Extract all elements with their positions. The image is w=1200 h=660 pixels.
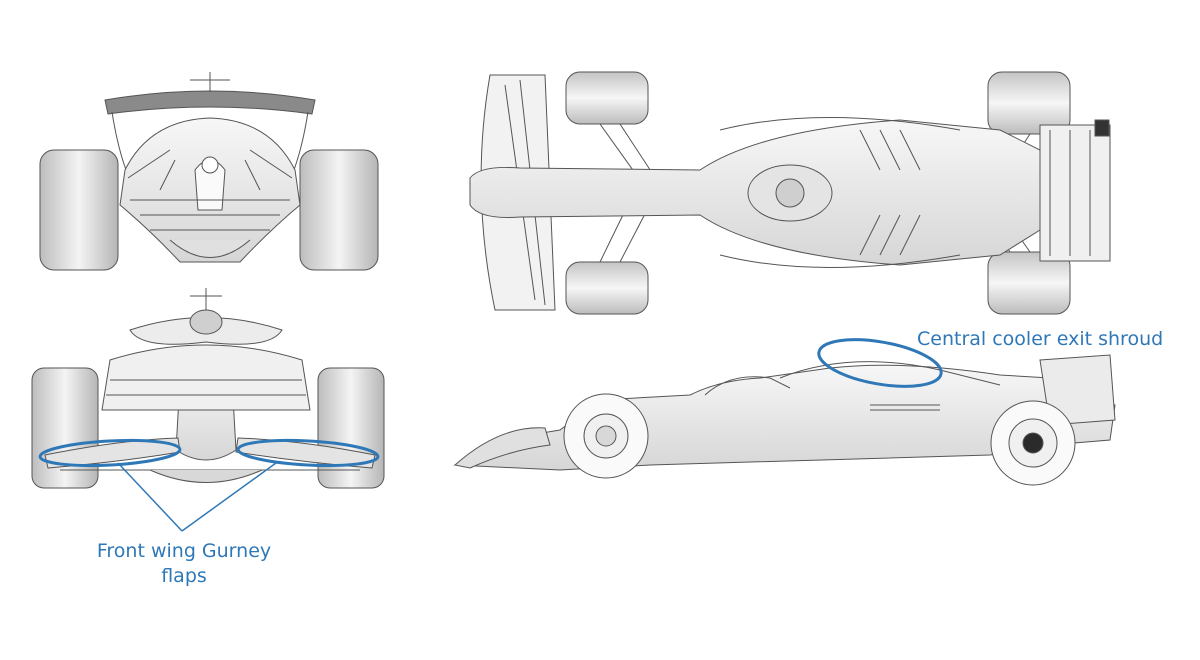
- rear-view-right-tyre: [299, 149, 379, 271]
- side-view: [453, 354, 1116, 486]
- rear-view: [39, 72, 379, 271]
- top-view-rear-left-tyre: [987, 71, 1071, 135]
- top-view-rear-right-tyre: [987, 251, 1071, 315]
- rear-view-rear-wing: [104, 90, 316, 115]
- side-view-rear-wheel: [990, 400, 1076, 486]
- top-view-rear-wing: [1039, 124, 1111, 262]
- gurney-flap-highlight-left: [38, 438, 182, 468]
- side-view-front-wheel: [563, 393, 649, 479]
- gurney-leader-line-left: [117, 462, 183, 532]
- gurney-flap-highlight-right: [236, 438, 380, 468]
- cooler-shroud-highlight: [817, 338, 943, 388]
- gurney-leader-line-right: [181, 462, 277, 532]
- gurney-leader-lines: [117, 462, 277, 532]
- top-view-front-right-tyre: [565, 261, 649, 315]
- cooler-shroud-label: Central cooler exit shroud: [917, 328, 1164, 350]
- gurney-flap-label: Front wing Gurney flaps: [96, 540, 272, 587]
- front-view: [31, 288, 385, 489]
- top-view-front-left-tyre: [565, 71, 649, 125]
- top-view: [469, 71, 1111, 315]
- gurney-flap-annotations: [38, 438, 380, 468]
- rear-view-left-tyre: [39, 149, 119, 271]
- side-view-front-wing: [453, 427, 551, 469]
